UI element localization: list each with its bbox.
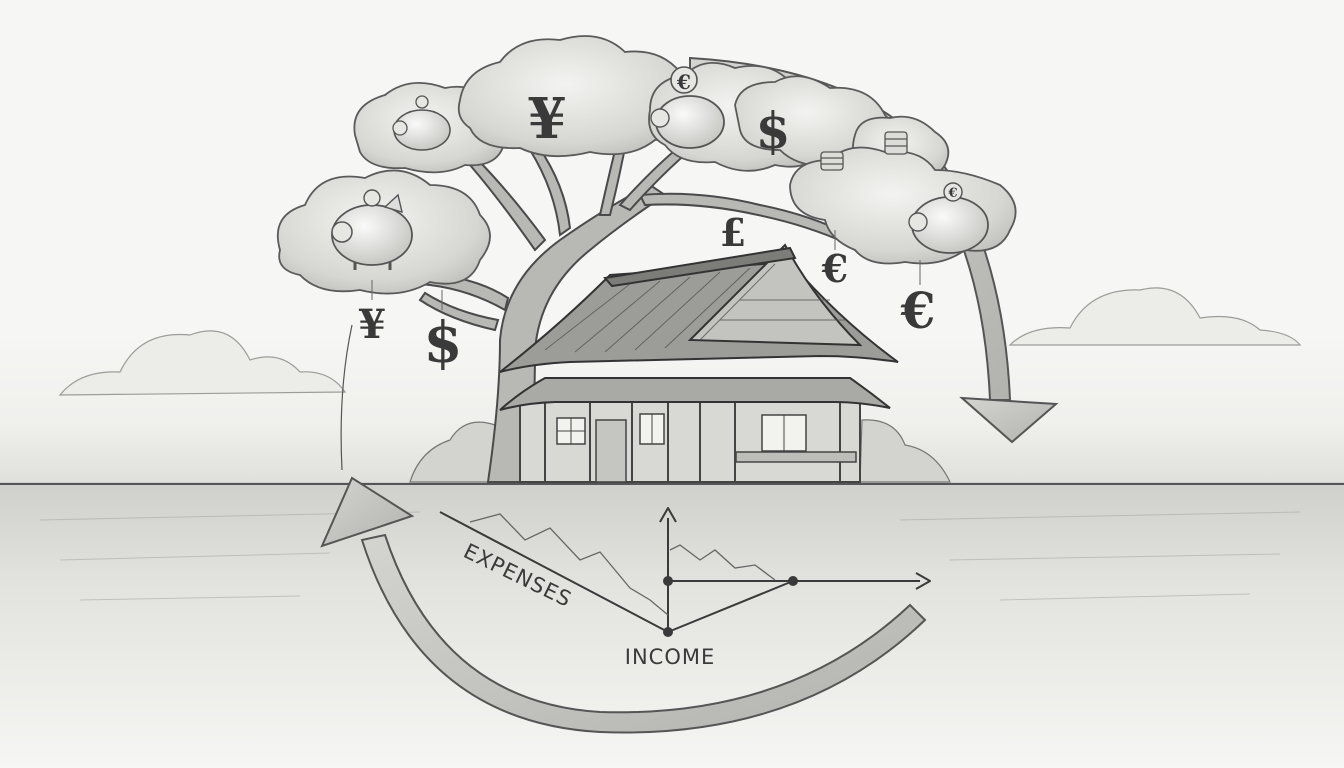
dollar-symbol-hanging: $	[424, 310, 463, 376]
cycle-arrow-bottom	[320, 476, 927, 734]
japanese-house	[499, 243, 899, 483]
piggy-bank-left	[331, 189, 413, 270]
dollar-symbol-top: $	[756, 101, 791, 160]
piggy-bank-right	[908, 182, 989, 254]
hanging-strings	[371, 230, 921, 310]
income-zigzag	[669, 544, 776, 581]
euro-coin-symbol-1: €	[676, 70, 691, 94]
yen-symbol-top: ¥	[528, 86, 567, 152]
euro-symbol-small: €	[821, 246, 848, 291]
income-label: INCOME	[625, 645, 715, 669]
piggy-bank-upper-left	[392, 95, 451, 151]
left-guide-line	[340, 324, 353, 471]
coin-stacks	[820, 131, 908, 171]
expenses-zigzag	[469, 513, 669, 616]
income-expenses-sketch	[439, 507, 931, 637]
yen-symbol-hanging: ¥	[358, 301, 386, 348]
pound-symbol: £	[720, 210, 746, 255]
income-rise-line	[667, 580, 794, 633]
house-door	[595, 419, 627, 483]
background-cloud-right	[1008, 287, 1302, 346]
piggy-bank-top	[650, 66, 725, 149]
background-cloud-left	[58, 330, 347, 396]
euro-coin-symbol-2: €	[947, 186, 957, 201]
euro-symbol-large: €	[900, 281, 936, 340]
expenses-line	[439, 511, 669, 633]
bushes	[409, 419, 951, 483]
